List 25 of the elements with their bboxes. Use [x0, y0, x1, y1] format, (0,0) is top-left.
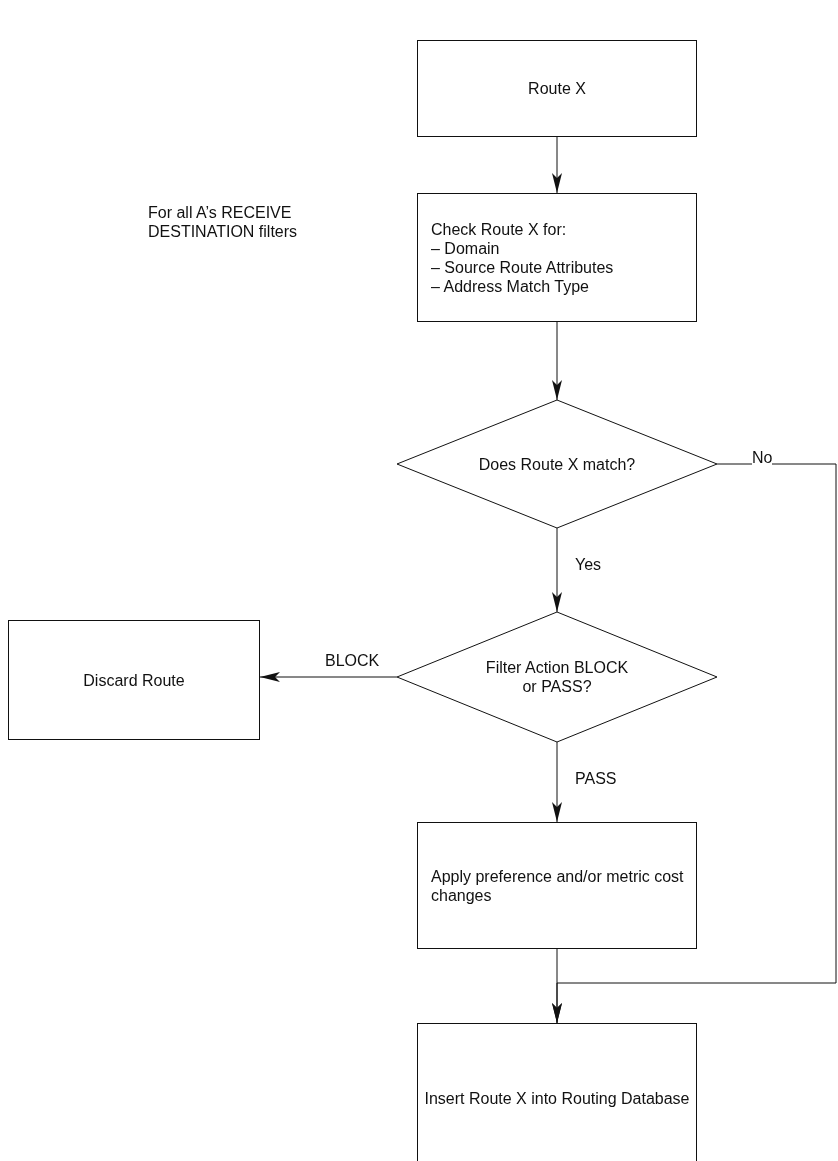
arrow [552, 741, 562, 823]
decision-diamond [396, 611, 718, 743]
node-text: – Address Match Type [431, 276, 589, 296]
arrow [552, 527, 562, 613]
node-text: Insert Route X into Routing Database [424, 1089, 690, 1108]
node-text: Route X [528, 79, 586, 98]
process-box [417, 193, 697, 322]
node-text: Check Route X for: [431, 219, 567, 239]
note-text: For all A’s RECEIVE DESTINATION filters [148, 203, 299, 241]
node-text: – Domain [431, 238, 500, 258]
node-text: – Source Route Attributes [431, 257, 614, 277]
decision-diamond [396, 399, 718, 529]
node-text: Discard Route [83, 670, 185, 690]
process-box [417, 1023, 697, 1161]
process-box [8, 620, 260, 740]
node-text: Apply preference and/or metric cost changes [431, 866, 685, 905]
arrow [552, 321, 562, 401]
arrow [552, 136, 562, 194]
node-text: Filter Action BLOCK or PASS? [484, 658, 630, 696]
arrow [259, 672, 398, 682]
process-box [417, 40, 697, 137]
edge-label: No [752, 449, 773, 467]
node-text: Does Route X match? [478, 454, 636, 474]
arrow [552, 463, 837, 1024]
process-box [417, 822, 697, 949]
